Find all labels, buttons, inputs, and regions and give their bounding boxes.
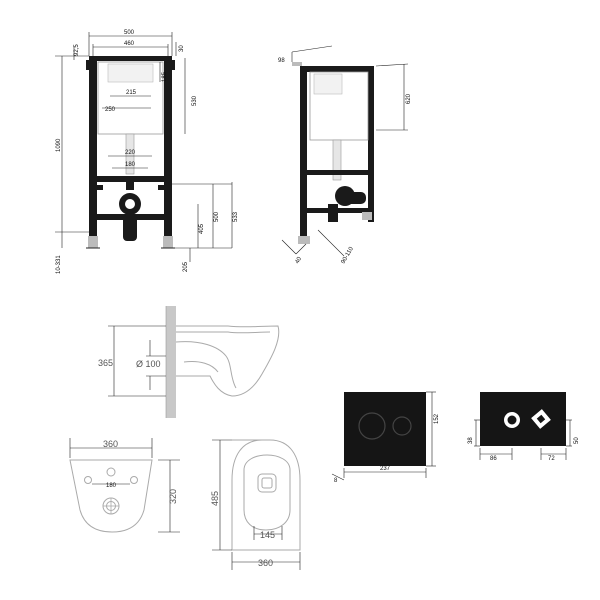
- frame-top-bar: [300, 66, 374, 72]
- dim-205: 205: [183, 261, 189, 272]
- dim-237: 237: [380, 466, 391, 472]
- dim-145: 145: [260, 530, 275, 540]
- frame-left-post: [89, 58, 97, 236]
- bowl-top-outline: [231, 439, 301, 551]
- foot: [298, 236, 310, 244]
- dim-152: 152: [434, 413, 440, 424]
- wall-bracket: [292, 62, 302, 66]
- dim-320: 320: [168, 489, 178, 504]
- dim-620: 620: [406, 93, 412, 104]
- flush-plate-back-panel: [480, 392, 566, 446]
- toilet-top-view: 485 145 360: [210, 439, 301, 570]
- dim-365: 365: [98, 358, 113, 368]
- waste-inlet: [125, 199, 135, 209]
- dim-30: 30: [179, 45, 185, 52]
- cistern-lid: [313, 73, 343, 95]
- dim-220: 220: [125, 150, 136, 156]
- flush-plate-back: 38 50 86 72: [468, 392, 580, 462]
- flush-plate-front: 152 237 8: [331, 391, 440, 484]
- dim-1090: 1090: [56, 138, 62, 152]
- foot: [163, 236, 173, 248]
- dimension-lines: [55, 32, 233, 262]
- dim-485: 485: [210, 491, 220, 506]
- connector-top: [126, 178, 134, 190]
- flush-pipe: [332, 139, 342, 181]
- dim-86: 86: [490, 456, 497, 462]
- frame-top-bar: [89, 56, 172, 61]
- toilet-back-view: 360 180 320: [69, 438, 180, 533]
- dim-360: 360: [103, 439, 118, 449]
- dim-50: 50: [574, 437, 580, 444]
- flush-pipe: [125, 133, 135, 175]
- wall: [166, 306, 176, 418]
- bracket: [171, 60, 175, 70]
- dim-460: 460: [124, 41, 135, 47]
- dim-98: 98: [278, 58, 285, 64]
- dim-533: 533: [233, 211, 239, 222]
- crossbar: [307, 170, 368, 175]
- frame-side-view: 98 620 40 90-110: [278, 45, 412, 265]
- frame-front-view: 500 460 92,5 30 185 215 250 530 1090 220…: [55, 30, 239, 274]
- frame-right-post: [164, 58, 172, 236]
- dim-215: 215: [126, 90, 137, 96]
- dim-10-331: 10-331: [56, 255, 62, 274]
- dim-405: 405: [199, 223, 205, 234]
- dim-500-height: 500: [214, 211, 220, 222]
- flush-button-large: [358, 412, 386, 440]
- foot: [88, 236, 98, 248]
- frame-right-post: [368, 66, 374, 222]
- dim-180: 180: [125, 162, 136, 168]
- bowl-back-outline: [69, 459, 153, 533]
- foot: [362, 212, 372, 220]
- dim-diameter-100: Ø 100: [136, 359, 161, 369]
- dim-38: 38: [468, 437, 474, 444]
- dim-530: 530: [192, 95, 198, 106]
- dim-90-110: 90-110: [341, 246, 356, 265]
- dim-250: 250: [105, 107, 116, 113]
- waste-pipe: [123, 215, 137, 241]
- dim-72: 72: [548, 456, 555, 462]
- waste-pipe: [342, 192, 366, 204]
- toilet-side-view: 365 Ø 100: [98, 306, 280, 418]
- dim-8: 8: [334, 478, 338, 484]
- frame-left-post: [300, 66, 307, 236]
- bracket: [86, 60, 90, 70]
- dim-185: 185: [162, 71, 168, 82]
- dim-180-holes: 180: [106, 483, 117, 489]
- dim-40: 40: [295, 256, 304, 265]
- bowl-outline: [176, 325, 280, 397]
- flush-button-small: [392, 416, 412, 436]
- dim-92-5: 92,5: [74, 44, 80, 56]
- cistern-lid: [107, 63, 154, 83]
- dim-360-bottom: 360: [258, 558, 273, 568]
- bracket: [158, 185, 164, 190]
- bracket: [97, 185, 103, 190]
- dim-500: 500: [124, 30, 135, 36]
- connector: [328, 204, 338, 222]
